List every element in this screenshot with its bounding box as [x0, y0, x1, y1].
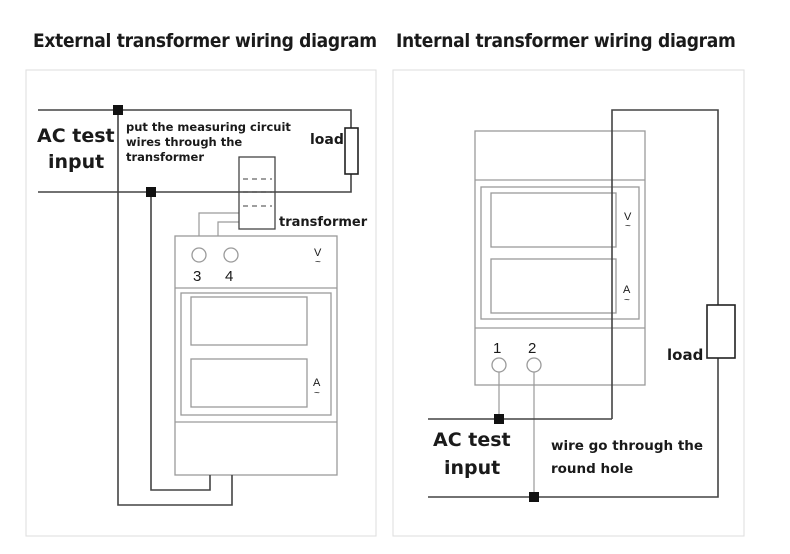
internal-ac-label-line1: AC test	[433, 429, 511, 451]
transformer	[238, 156, 276, 230]
external-diagram-title: External transformer wiring diagram	[33, 30, 377, 52]
external-junction-top	[113, 105, 123, 115]
external-current-tilde: ~	[314, 388, 320, 399]
internal-diagram-title: Internal transformer wiring diagram	[396, 30, 736, 52]
internal-load-label: load	[667, 346, 703, 364]
internal-ac-label-line2: input	[444, 457, 500, 479]
transformer-leads	[198, 212, 239, 236]
internal-voltage-tilde: ~	[625, 221, 631, 232]
internal-panel-frame	[392, 69, 745, 537]
internal-meter-body	[474, 130, 646, 386]
internal-current-display	[490, 258, 617, 314]
internal-voltage-display	[490, 192, 617, 248]
internal-current-symbol: A	[623, 284, 631, 296]
terminal-1-label: 1	[493, 340, 501, 357]
internal-junction-top	[494, 414, 504, 424]
external-note-line1: put the measuring circuit	[126, 120, 291, 134]
external-current-display	[190, 358, 308, 408]
internal-junction-bottom	[529, 492, 539, 502]
external-meter-body	[174, 235, 338, 476]
external-voltage-display	[190, 296, 308, 346]
internal-wires	[428, 109, 719, 498]
terminal-1-hole	[491, 357, 507, 373]
terminal-2-label: 2	[528, 340, 536, 357]
internal-current-tilde: ~	[624, 295, 630, 306]
external-meter	[174, 235, 338, 476]
external-junction-bottom	[146, 187, 156, 197]
external-note-line3: transformer	[126, 150, 204, 164]
internal-voltage-symbol: V	[624, 211, 632, 223]
external-note-line2: wires through the	[126, 135, 242, 149]
transformer-label: transformer	[279, 215, 368, 230]
terminal-4-hole	[223, 247, 239, 263]
terminal-3-hole	[191, 247, 207, 263]
external-wires	[38, 109, 352, 506]
internal-meter	[474, 130, 646, 386]
internal-load-resistor	[706, 304, 736, 359]
internal-note-line2: round hole	[551, 461, 633, 477]
internal-note-line1: wire go through the	[551, 438, 703, 454]
external-load-resistor	[344, 127, 359, 175]
external-current-symbol: A	[313, 377, 321, 389]
internal-display-frame	[480, 186, 640, 320]
external-panel-frame	[25, 69, 377, 537]
external-display-frame	[180, 292, 332, 416]
external-load-label: load	[310, 132, 344, 148]
terminal-4-label: 4	[225, 268, 233, 285]
external-voltage-symbol: V	[314, 247, 322, 259]
external-ac-label-line2: input	[48, 151, 104, 173]
internal-terminal-leads	[498, 372, 535, 497]
terminal-3-label: 3	[193, 268, 201, 285]
terminal-2-hole	[526, 357, 542, 373]
external-ac-label-line1: AC test	[37, 125, 115, 147]
external-voltage-tilde: ~	[315, 257, 321, 268]
